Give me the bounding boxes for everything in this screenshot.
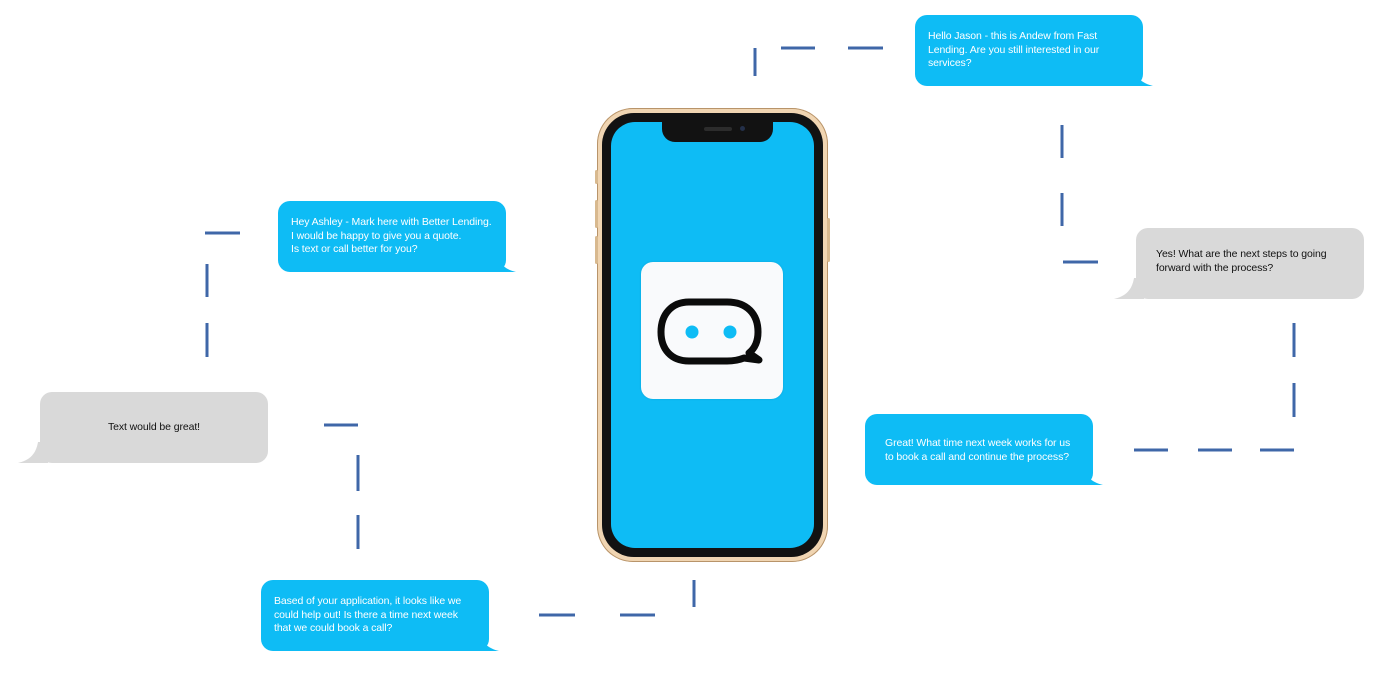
bubble-tail <box>1114 278 1144 299</box>
message-bubble-ashley: Hey Ashley - Mark here with Better Lendi… <box>278 201 516 272</box>
phone-camera <box>740 126 745 131</box>
phone-side-button <box>595 170 598 184</box>
phone-volume-up-button <box>595 200 598 228</box>
message-text: Text would be great! <box>108 421 200 433</box>
bubble-tail <box>486 251 516 272</box>
bubble-tail <box>1073 464 1103 485</box>
message-text: Based of your application, it looks like… <box>274 595 462 634</box>
bubble-tail <box>469 630 499 651</box>
message-bubble-great: Great! What time next week works for us … <box>865 414 1103 485</box>
bubble-tail <box>1123 65 1153 86</box>
message-text: Great! What time next week works for us … <box>885 437 1071 463</box>
message-bubble-based: Based of your application, it looks like… <box>261 580 499 651</box>
message-bubble-text-great: Text would be great! <box>18 392 268 463</box>
message-text: Yes! What are the next steps to going fo… <box>1156 248 1327 274</box>
message-bubble-yes: Yes! What are the next steps to going fo… <box>1114 228 1364 299</box>
phone-notch <box>662 122 773 142</box>
robot-chat-bubble-icon <box>657 298 763 365</box>
message-text: Hello Jason - this is Andew from Fast Le… <box>928 30 1100 69</box>
app-icon[interactable] <box>641 262 783 399</box>
phone-volume-down-button <box>595 236 598 264</box>
bubble-tail <box>18 442 48 463</box>
phone-speaker <box>704 127 732 131</box>
phone-power-button <box>827 218 830 262</box>
message-text: Hey Ashley - Mark here with Better Lendi… <box>291 216 492 255</box>
message-bubble-jason: Hello Jason - this is Andew from Fast Le… <box>915 15 1153 86</box>
